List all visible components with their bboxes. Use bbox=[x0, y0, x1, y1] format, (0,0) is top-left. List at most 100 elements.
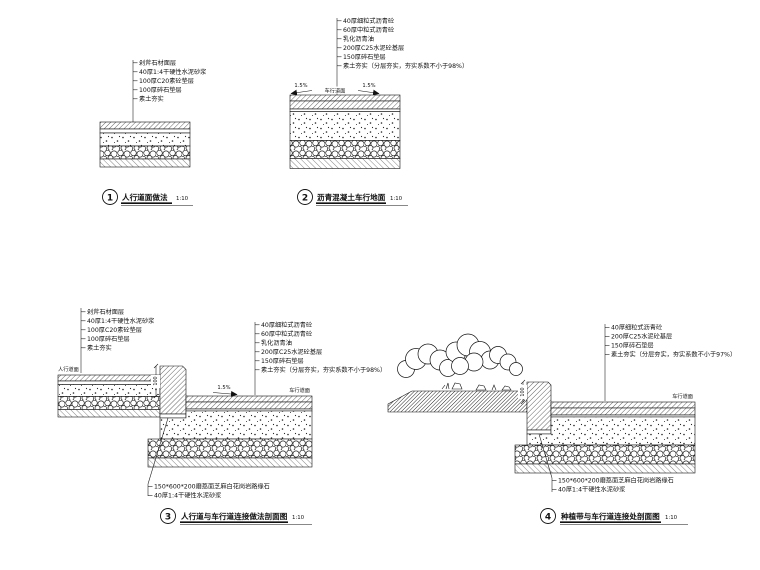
curb-label: 40厚1:4干硬性水泥砂浆 bbox=[154, 492, 221, 500]
layer-label: 60厚中粒式沥青砼 bbox=[343, 26, 395, 34]
detail-title: 人行道面做法 bbox=[121, 192, 168, 202]
layer-label: 100厚C20素砼垫层 bbox=[87, 326, 142, 334]
planting-soil-band bbox=[387, 390, 528, 413]
asphalt-fine-layer bbox=[185, 395, 313, 403]
layer-label: 剁斧石材面层 bbox=[139, 59, 176, 67]
detail-3-curb bbox=[159, 365, 187, 419]
layer-label: 剁斧石材面层 bbox=[87, 308, 124, 316]
compacted-soil-layer bbox=[147, 457, 313, 468]
asphalt-coarse-layer bbox=[289, 100, 401, 110]
detail-3-curb-dimension: 100 bbox=[151, 363, 160, 399]
curb-mortar-bed bbox=[526, 429, 552, 435]
layer-label: 40厚1:4干硬性水泥砂浆 bbox=[139, 68, 206, 76]
detail-1: 剁斧石材面层 40厚1:4干硬性水泥砂浆 100厚C20素砼垫层 100厚碎石垫… bbox=[99, 59, 206, 206]
detail-number-circle bbox=[297, 189, 313, 205]
detail-4-curb bbox=[526, 381, 552, 435]
detail-2-section bbox=[289, 94, 401, 169]
rock-and-plant-icons bbox=[441, 382, 512, 391]
detail-3-right-leaders bbox=[254, 322, 260, 395]
curb-height-dim: 100 bbox=[153, 376, 159, 385]
detail-title: 种植带与车行道连接处剖面图 bbox=[560, 511, 660, 521]
detail-3-curb-leaders bbox=[147, 417, 169, 496]
layer-label: 乳化沥青油 bbox=[261, 339, 292, 347]
layer-label: 乳化沥青油 bbox=[343, 35, 374, 43]
label-mask bbox=[518, 385, 527, 399]
detail-number: 2 bbox=[302, 193, 308, 203]
slope-label-left: 1.5% bbox=[294, 83, 307, 89]
asphalt-coarse-layer bbox=[185, 401, 313, 410]
detail-4-right-leaders bbox=[604, 324, 610, 401]
curb-label: 150*600*200磨荔面芝麻白花岗岩路缘石 bbox=[154, 483, 270, 491]
detail-4: 40厚细粒式沥青砼 200厚C25水泥砼基层 150厚碎石垫层 素土夯实（分层夯… bbox=[387, 324, 736, 525]
road-surface-label: 车行道面 bbox=[289, 386, 310, 394]
detail-3-slope-mark: 1.5% bbox=[212, 385, 238, 397]
layer-label: 150厚碎石垫层 bbox=[343, 53, 386, 61]
road-surface-label: 车行道面 bbox=[325, 87, 346, 95]
layer-label: 素土夯实（分层夯实，夯实系数不小于97%） bbox=[611, 351, 736, 359]
detail-3-sidewalk-section bbox=[57, 374, 161, 418]
tack-coat-layer bbox=[289, 108, 401, 112]
detail-scale: 1:10 bbox=[390, 196, 403, 202]
detail-title: 沥青混凝土车行地面 bbox=[317, 192, 386, 202]
detail-number-circle bbox=[540, 508, 556, 524]
detail-4-curb-leaders bbox=[538, 433, 557, 492]
compacted-soil-layer bbox=[57, 409, 161, 418]
layer-label: 40厚细粒式沥青砼 bbox=[343, 17, 395, 25]
detail-2-titleblock: 2 沥青混凝土车行地面 1:10 bbox=[297, 189, 408, 206]
concrete-layer bbox=[57, 384, 161, 397]
compacted-soil-layer bbox=[99, 158, 191, 168]
mortar-layer bbox=[57, 380, 161, 385]
detail-title: 人行道与车行道连接做法剖面图 bbox=[180, 511, 288, 521]
detail-3-titleblock: 3 人行道与车行道连接做法剖面图 1:10 bbox=[160, 508, 312, 525]
layer-label: 40厚细粒式沥青砼 bbox=[261, 321, 313, 329]
granite-curb bbox=[159, 365, 187, 415]
concrete-layer bbox=[99, 132, 191, 147]
gravel-layer bbox=[289, 140, 401, 159]
detail-number: 1 bbox=[107, 193, 113, 203]
gravel-layer bbox=[57, 396, 161, 410]
label-mask bbox=[320, 86, 350, 94]
mortar-layer bbox=[99, 128, 191, 134]
gravel-layer bbox=[514, 444, 696, 465]
detail-4-road-section bbox=[514, 401, 696, 474]
detail-number: 4 bbox=[545, 512, 551, 522]
layer-label: 200厚C25水泥砼基层 bbox=[261, 348, 322, 356]
detail-2-slope-marks: 1.5% 1.5% 车行道面 bbox=[290, 83, 380, 96]
detail-scale: 1:10 bbox=[292, 515, 305, 521]
detail-2-leader-lines bbox=[336, 18, 342, 95]
detail-1-titleblock: 1 人行道面做法 1:10 bbox=[102, 189, 193, 206]
detail-4-titleblock: 4 种植带与车行道连接处剖面图 1:10 bbox=[540, 508, 688, 525]
layer-label: 200厚C25水泥砼基层 bbox=[611, 333, 672, 341]
concrete-base-layer bbox=[526, 416, 696, 446]
slope-label: 1.5% bbox=[217, 385, 230, 391]
stone-surface-layer bbox=[57, 374, 161, 382]
shrub-cluster-icon bbox=[397, 333, 523, 378]
layer-label: 40厚1:4干硬性水泥砂浆 bbox=[87, 317, 154, 325]
layer-label: 100厚碎石垫层 bbox=[139, 86, 182, 94]
road-surface-label: 车行道面 bbox=[672, 392, 693, 400]
compacted-soil-layer bbox=[514, 463, 696, 474]
asphalt-coarse-layer bbox=[550, 407, 696, 416]
layer-label: 素土夯实（分层夯实，夯实系数不小于98%） bbox=[343, 62, 468, 70]
gravel-layer bbox=[147, 438, 313, 459]
layer-label: 素土夯实 bbox=[139, 95, 164, 103]
asphalt-fine-layer bbox=[550, 401, 696, 409]
layer-label: 200厚C25水泥砼基层 bbox=[343, 44, 404, 52]
detail-number: 3 bbox=[165, 512, 171, 522]
detail-2: 40厚细粒式沥青砼 60厚中粒式沥青砼 乳化沥青油 200厚C25水泥砼基层 1… bbox=[289, 17, 468, 206]
detail-3-left-leaders bbox=[80, 308, 86, 373]
detail-4-curb-dimension: 100 bbox=[518, 379, 527, 405]
gravel-layer bbox=[99, 145, 191, 160]
detail-number-circle bbox=[102, 189, 118, 205]
curb-label: 40厚1:4干硬性水泥砂浆 bbox=[558, 486, 625, 494]
compacted-soil-layer bbox=[289, 158, 401, 169]
detail-scale: 1:10 bbox=[176, 196, 189, 202]
asphalt-fine-layer bbox=[289, 94, 401, 102]
layer-label: 素土夯实 bbox=[87, 344, 112, 352]
layer-label: 素土夯实（分层夯实，夯实系数不小于98%） bbox=[261, 366, 386, 374]
stone-surface-layer bbox=[99, 121, 191, 130]
detail-1-section bbox=[99, 121, 191, 168]
detail-3: 剁斧石材面层 40厚1:4干硬性水泥砂浆 100厚C20素砼垫层 100厚碎石垫… bbox=[57, 308, 386, 525]
